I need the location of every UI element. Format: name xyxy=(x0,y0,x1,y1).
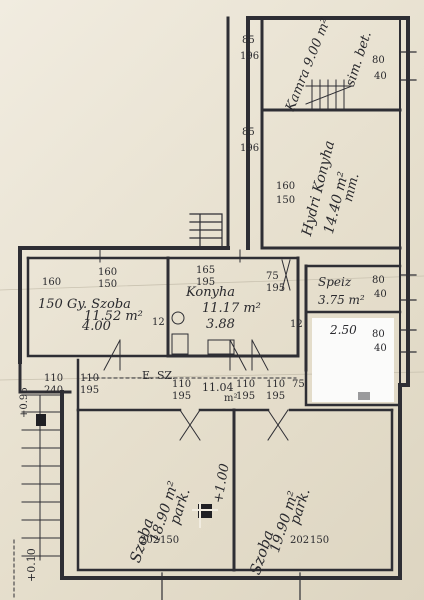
outer-wall-left-step xyxy=(18,360,72,394)
wall-konyha-right xyxy=(166,256,300,358)
dim-label: 40 xyxy=(374,289,387,300)
room-area-speiz: 3.75 m² xyxy=(318,293,365,307)
door-swing-konyha xyxy=(281,259,291,291)
wall-closet-bottom xyxy=(304,368,402,407)
room-name: Gy. Szoba xyxy=(66,297,131,312)
stair-top-center xyxy=(189,213,223,249)
dim-label: 12 xyxy=(152,317,165,328)
room-area-esz: 11.04 xyxy=(202,381,234,394)
dim-label: 160 xyxy=(42,277,62,288)
chimney-fixture xyxy=(171,311,185,325)
sink-fixture xyxy=(207,339,235,355)
outer-wall-left-top xyxy=(18,246,230,364)
dim-label: 195 xyxy=(196,277,216,288)
dim-label: 12 xyxy=(290,319,303,330)
dim-label: 165 xyxy=(196,265,216,276)
dim-label: 150 xyxy=(98,279,118,290)
dim-label: 195 xyxy=(80,385,100,396)
dim-label: 150 xyxy=(310,535,330,546)
dim-label: 196 xyxy=(240,143,260,154)
dim-label: 40 xyxy=(374,71,387,82)
level-mark-left-top: +0.96 xyxy=(19,387,30,418)
dim-label: 150 xyxy=(276,195,296,206)
door-swings-bedrooms xyxy=(179,409,289,441)
room-label-esz: E. SZ. xyxy=(142,369,176,382)
dim-label: 195 xyxy=(266,283,286,294)
dim-label: 75 xyxy=(266,271,279,282)
closet-highlight xyxy=(312,318,394,402)
dim-label: 40 xyxy=(374,343,387,354)
door-swings-hall xyxy=(103,339,269,371)
dim-label: 110 xyxy=(172,379,192,390)
windows-bottom xyxy=(161,572,301,600)
stove-mark-left xyxy=(36,414,46,426)
dim-label: 195 xyxy=(172,391,192,402)
closet-value: 2.50 xyxy=(330,323,357,337)
stove-fixture xyxy=(171,333,189,355)
dim-label: 110 xyxy=(266,379,286,390)
room-unit-esz: m² xyxy=(224,393,238,404)
room-label-gyszoba: 150 Gy. Szoba xyxy=(38,298,131,311)
dim-label: 150 xyxy=(160,535,180,546)
closet-fixture xyxy=(358,392,370,400)
outer-wall-bottom xyxy=(60,383,410,580)
dim-label: 75 xyxy=(292,379,305,390)
dim-label: 240 xyxy=(44,385,64,396)
dim-label: 110 xyxy=(44,373,64,384)
dim-label: 80 xyxy=(372,55,385,66)
windows-right xyxy=(399,51,417,353)
dim-label: 195 xyxy=(236,391,256,402)
dim-label: 80 xyxy=(372,275,385,286)
dim-label: 160 xyxy=(98,267,118,278)
dim-label: 110 xyxy=(80,373,100,384)
dim-label: 196 xyxy=(240,51,260,62)
room-label-speiz: Speiz xyxy=(318,275,352,289)
room-prefix: 150 xyxy=(38,297,63,312)
stove-cross xyxy=(192,502,218,528)
room-area-konyha: 11.17 m² xyxy=(202,301,261,316)
level-mark-left-bottom: +0.10 xyxy=(25,548,38,582)
dim-label: 202 xyxy=(290,535,310,546)
dim-label: 195 xyxy=(266,391,286,402)
dim-label: 202 xyxy=(140,535,160,546)
outer-wall-top-right xyxy=(246,16,410,252)
stair-treads-left xyxy=(21,394,63,557)
room-area-gyszoba: 11.52 m² xyxy=(84,309,143,324)
room-height-gyszoba: 4.00 xyxy=(82,319,111,334)
dim-label: 110 xyxy=(236,379,256,390)
windows-top-mid xyxy=(99,249,241,263)
wall-gyszoba-left-bottom xyxy=(26,256,170,358)
room-label-konyha: Konyha xyxy=(186,285,236,300)
dim-label: 160 xyxy=(276,181,296,192)
dim-label: 85 xyxy=(242,35,255,46)
room-height-konyha: 3.88 xyxy=(206,317,235,332)
stair-kamra xyxy=(305,79,353,111)
dim-label: 80 xyxy=(372,329,385,340)
dim-label: 85 xyxy=(242,127,255,138)
